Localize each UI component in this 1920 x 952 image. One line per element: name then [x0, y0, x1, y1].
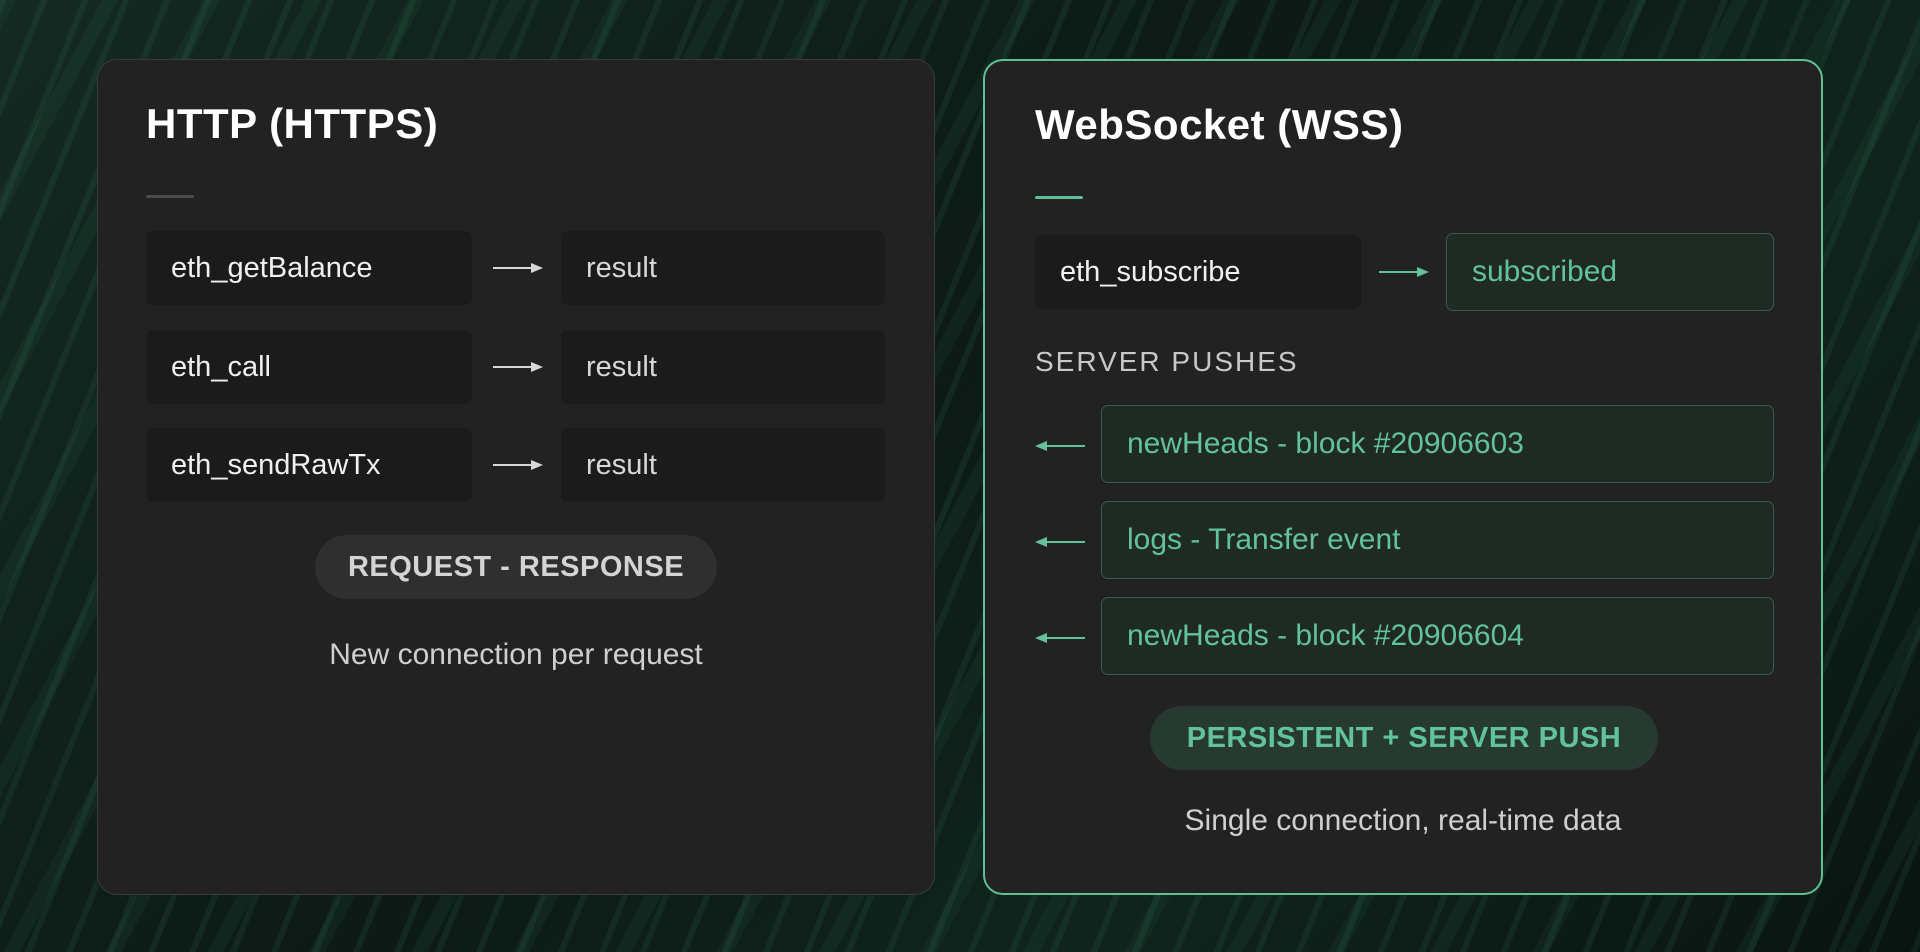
- http-result-3: result: [561, 428, 885, 502]
- http-result-2: result: [561, 330, 885, 404]
- arrow-right-icon: [493, 460, 543, 470]
- http-title: HTTP (HTTPS): [146, 100, 439, 147]
- ws-title: WebSocket (WSS): [1035, 101, 1404, 148]
- http-result-1: result: [561, 231, 885, 305]
- ws-push-item-2: logs - Transfer event: [1101, 501, 1774, 579]
- arrow-right-icon: [493, 362, 543, 372]
- arrow-left-icon: [1035, 537, 1085, 547]
- http-badge: REQUEST - RESPONSE: [315, 535, 717, 599]
- http-card: HTTP (HTTPS) eth_getBalance result eth_c…: [97, 59, 935, 895]
- ws-push-item-3: newHeads - block #20906604: [1101, 597, 1774, 675]
- ws-caption: Single connection, real-time data: [1184, 804, 1622, 837]
- http-method-eth-call: eth_call: [146, 330, 472, 404]
- arrow-right-icon: [1379, 267, 1429, 277]
- ws-section-label: SERVER PUSHES: [1035, 346, 1299, 377]
- arrow-right-icon: [493, 263, 543, 273]
- arrow-left-icon: [1035, 441, 1085, 451]
- ws-method-eth-subscribe: eth_subscribe: [1035, 235, 1361, 309]
- ws-subscribe-result: subscribed: [1446, 233, 1774, 311]
- http-method-eth-getbalance: eth_getBalance: [146, 231, 472, 305]
- arrow-left-icon: [1035, 633, 1085, 643]
- ws-push-item-1: newHeads - block #20906603: [1101, 405, 1774, 483]
- ws-card: WebSocket (WSS) eth_subscribe subscribed…: [983, 59, 1823, 895]
- http-method-eth-sendrawtx: eth_sendRawTx: [146, 428, 472, 502]
- ws-title-divider: [1035, 196, 1083, 199]
- ws-badge: PERSISTENT + SERVER PUSH: [1150, 706, 1658, 770]
- http-title-divider: [146, 195, 194, 198]
- http-caption: New connection per request: [329, 638, 703, 671]
